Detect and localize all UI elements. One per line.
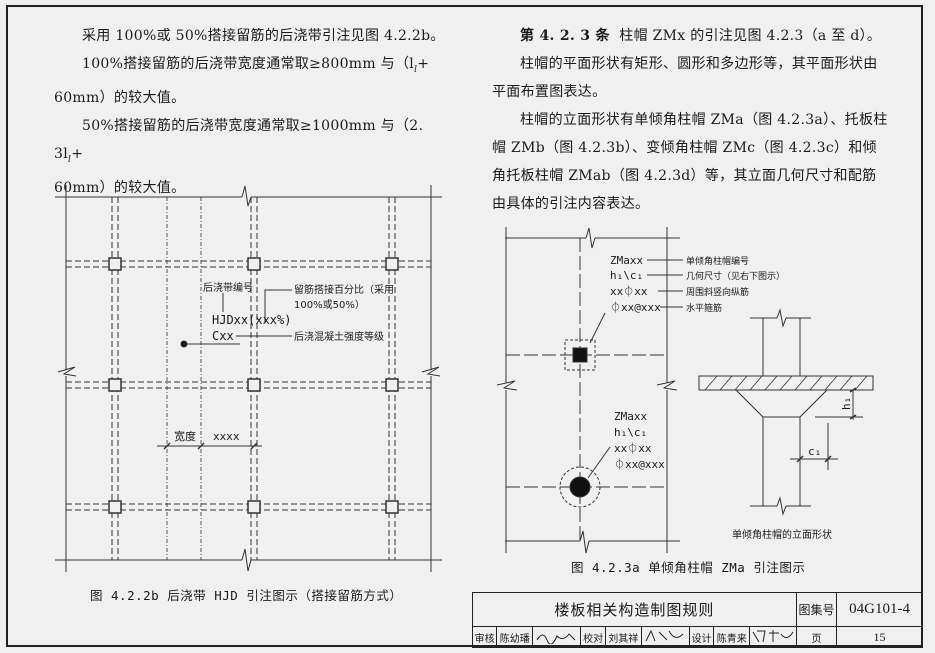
right-para-1: 柱帽的平面形状有矩形、圆形和多边形等，其平面形状由平面布置图表达。: [492, 56, 878, 100]
left-para-2: 100%搭接留筋的后浇带宽度通常取≥800mm 与（ll+: [82, 56, 430, 75]
design-label: 设计: [688, 626, 715, 648]
svg-text:h₁: h₁: [840, 397, 853, 410]
svg-text:单倾角柱帽的立面形状: 单倾角柱帽的立面形状: [732, 528, 832, 541]
svg-text:⏀xx@xxx: ⏀xx@xxx: [614, 457, 665, 471]
figure-right-elevation-labels: h₁ c₁ 单倾角柱帽的立面形状: [732, 397, 853, 541]
figure-right-elevation: [698, 308, 874, 516]
reviewer-name: 陈幼璠: [496, 626, 534, 648]
svg-text:单倾角柱帽编号: 单倾角柱帽编号: [686, 255, 749, 267]
svg-text:Cxx: Cxx: [212, 329, 234, 343]
figure-left-post-cast-strip: [55, 185, 442, 572]
page-number: 15: [836, 626, 923, 648]
left-line-1: 采用 100%或 50%搭接留筋的后浇带引注见图 4.2.2b。: [82, 28, 445, 44]
left-para-2-cont: 60mm）的较大值。: [54, 89, 186, 106]
page-label: 页: [795, 626, 838, 648]
svg-text:后浇混凝土强度等级: 后浇混凝土强度等级: [294, 330, 384, 343]
article-heading: 第 4. 2. 3 条 柱帽 ZMx 的引注见图 4.2.3（a 至 d）。: [520, 28, 882, 44]
svg-text:h₁\c₁: h₁\c₁: [610, 269, 643, 282]
svg-text:后浇带编号: 后浇带编号: [203, 281, 253, 294]
svg-text:宽度: 宽度: [174, 429, 196, 443]
figure-left-caption: 图 4.2.2b 后浇带 HJD 引注图示（搭接留筋方式）: [90, 588, 403, 603]
reviewer-signature: [532, 626, 582, 648]
signature-icon: [752, 629, 794, 642]
review-label: 审核: [471, 626, 498, 648]
atlas-number: 04G101-4: [836, 592, 923, 627]
check-label: 校对: [580, 626, 606, 648]
right-para-2: 柱帽的立面形状有单倾角柱帽 ZMa（图 4.2.3a）、托板柱帽 ZMb（图 4…: [492, 112, 888, 212]
svg-text:周围斜竖向纵筋: 周围斜竖向纵筋: [686, 286, 749, 298]
checker-name: 刘其祥: [604, 626, 642, 648]
svg-text:xx⏀xx: xx⏀xx: [614, 441, 652, 455]
svg-text:ZMaxx: ZMaxx: [610, 254, 643, 267]
svg-text:几何尺寸（见右下图示）: 几何尺寸（见右下图示）: [686, 270, 785, 282]
svg-text:HJDxx(xxx%): HJDxx(xxx%): [212, 313, 291, 327]
figure-right-column-cap-plan: [496, 227, 683, 554]
atlas-label: 图集号: [795, 592, 838, 627]
signature-icon: [645, 629, 684, 641]
svg-text:h₁\c₁: h₁\c₁: [614, 426, 647, 439]
figure-right-labels: ZMaxx h₁\c₁ xx⏀xx ⏀xx@xxx 单倾角柱帽编号 几何尺寸（见…: [610, 254, 785, 471]
right-text-block: 第 4. 2. 3 条 柱帽 ZMx 的引注见图 4.2.3（a 至 d）。 柱…: [492, 22, 888, 218]
title-block: 楼板相关构造制图规则 图集号 04G101-4 审核 陈幼璠 校对 刘其祥 设计…: [471, 592, 923, 648]
svg-text:100%或50%）: 100%或50%）: [294, 299, 365, 311]
drawing-title: 楼板相关构造制图规则: [472, 592, 797, 627]
checker-signature: [640, 626, 690, 648]
svg-text:⏀xx@xxx: ⏀xx@xxx: [610, 300, 661, 314]
svg-text:水平箍筋: 水平箍筋: [686, 302, 722, 314]
designer-name: 陈青来: [713, 626, 751, 648]
signature-icon: [536, 632, 576, 645]
svg-text:ZMaxx: ZMaxx: [614, 410, 647, 423]
svg-text:留筋搭接百分比（采用: 留筋搭接百分比（采用: [294, 283, 394, 296]
left-para-3-cont: 60mm）的较大值。: [54, 179, 186, 196]
svg-text:c₁: c₁: [808, 445, 821, 458]
left-para-3: 50%搭接留筋的后浇带宽度通常取≥1000mm 与（2. 3ll+: [54, 117, 424, 165]
svg-text:xxxx: xxxx: [213, 430, 240, 443]
page-frame: [6, 5, 923, 647]
designer-signature: [749, 626, 797, 648]
figure-left-labels: 后浇带编号 留筋搭接百分比（采用 100%或50%） HJDxx(xxx%) C…: [174, 281, 394, 443]
figure-right-caption: 图 4.2.3a 单倾角柱帽 ZMa 引注图示: [571, 560, 806, 575]
left-text-block: 采用 100%或 50%搭接留筋的后浇带引注见图 4.2.2b。 100%搭接留…: [54, 22, 456, 202]
svg-text:xx⏀xx: xx⏀xx: [610, 284, 648, 298]
